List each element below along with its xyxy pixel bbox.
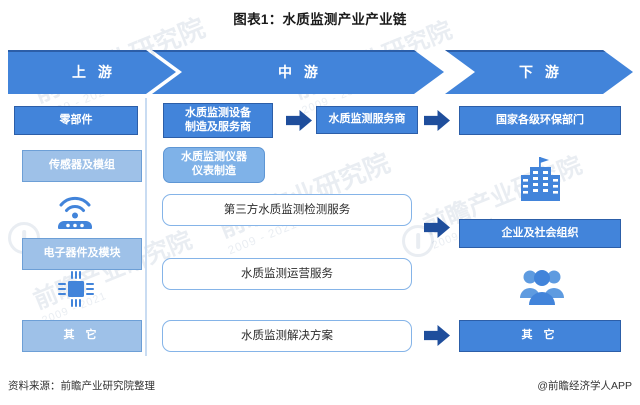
downstream-item-government[interactable]: 国家各级环保部门 xyxy=(459,106,621,135)
midstream-instrument-box[interactable]: 水质监测仪器 仪表制造 xyxy=(163,147,265,183)
microchip-icon xyxy=(56,268,96,310)
midstream-instrument-line1: 水质监测仪器 xyxy=(181,151,247,164)
upstream-item-label: 传感器及模组 xyxy=(49,159,115,172)
upstream-item-electronics[interactable]: 电子器件及模块 xyxy=(22,238,142,270)
stage-label-downstream: 下 游 xyxy=(519,64,563,80)
upstream-item-label: 电子器件及模块 xyxy=(43,247,121,260)
midstream-instrument-line2: 仪表制造 xyxy=(192,165,236,177)
people-group-icon xyxy=(519,265,565,307)
midstream-item-operation[interactable]: 水质监测运营服务 xyxy=(162,258,412,290)
midstream-item-solution[interactable]: 水质监测解决方案 xyxy=(162,320,412,352)
column-divider xyxy=(145,98,147,356)
midstream-header-line1: 水质监测设备 xyxy=(185,106,251,119)
page-title: 图表1：水质监测产业产业链 xyxy=(233,12,407,27)
credit-note: @前瞻经济学人APP xyxy=(537,380,632,392)
midstream-item-label: 水质监测运营服务 xyxy=(241,267,333,280)
midstream-header-box[interactable]: 水质监测设备 制造及服务商 xyxy=(163,103,273,138)
building-icon xyxy=(518,155,564,203)
midstream-service-label: 水质监测服务商 xyxy=(328,113,406,126)
arrow-midstream-to-other xyxy=(424,325,450,346)
upstream-header-label: 零部件 xyxy=(59,113,93,126)
stage-label-upstream: 上 游 xyxy=(72,64,116,80)
wifi-router-icon xyxy=(53,192,97,230)
arrow-midstream-to-service xyxy=(286,110,312,131)
arrow-midstream-to-enterprise xyxy=(424,217,450,238)
stage-chevron-midstream[interactable]: 中 游 xyxy=(152,50,444,94)
midstream-header-line2: 制造及服务商 xyxy=(185,120,251,133)
upstream-item-other[interactable]: 其 它 xyxy=(22,320,142,352)
stage-chevron-downstream[interactable]: 下 游 xyxy=(445,50,633,94)
midstream-service-box[interactable]: 水质监测服务商 xyxy=(316,106,418,134)
upstream-header-box[interactable]: 零部件 xyxy=(14,106,138,135)
downstream-item-label: 企业及社会组织 xyxy=(501,226,579,239)
midstream-item-label: 水质监测解决方案 xyxy=(241,329,333,342)
stage-chevron-upstream[interactable]: 上 游 xyxy=(8,50,176,94)
midstream-item-third-party[interactable]: 第三方水质监测检测服务 xyxy=(162,194,412,226)
upstream-item-sensors[interactable]: 传感器及模组 xyxy=(22,150,142,182)
downstream-item-enterprise[interactable]: 企业及社会组织 xyxy=(459,219,621,248)
stage-label-midstream: 中 游 xyxy=(278,64,322,80)
midstream-item-label: 第三方水质监测检测服务 xyxy=(223,203,351,216)
source-note: 资料来源：前瞻产业研究院整理 xyxy=(8,380,155,392)
arrow-service-to-downstream xyxy=(424,110,450,131)
downstream-item-label: 国家各级环保部门 xyxy=(496,113,584,126)
downstream-item-label: 其 它 xyxy=(521,329,559,342)
downstream-item-other[interactable]: 其 它 xyxy=(459,320,621,352)
upstream-item-label: 其 它 xyxy=(63,329,101,342)
